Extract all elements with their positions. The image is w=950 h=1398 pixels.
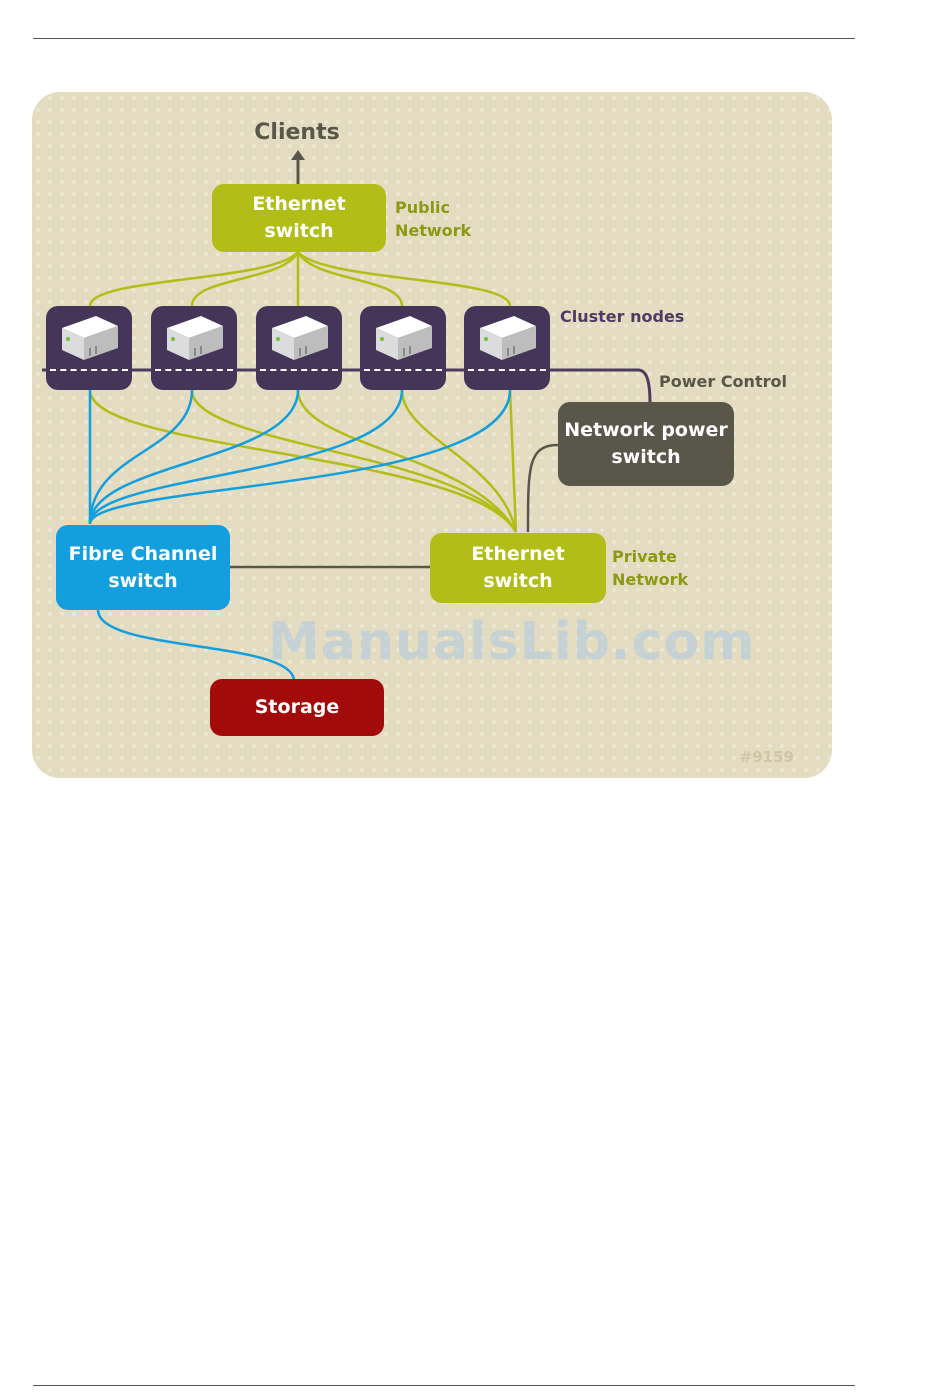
watermark: ManualsLib.com (268, 612, 755, 672)
private-network-links (90, 390, 516, 532)
clients-arrow (291, 150, 305, 184)
public-network-links (90, 252, 510, 306)
server-icon (56, 312, 122, 364)
power-control-link (42, 370, 650, 403)
header-rule (33, 38, 855, 39)
private-network-label: Private Network (612, 545, 688, 591)
cluster-nodes-label: Cluster nodes (560, 305, 684, 328)
cluster-node (256, 306, 342, 390)
cluster-node (46, 306, 132, 390)
power-control-label: Power Control (659, 370, 787, 393)
cluster-diagram: Clients Ethernet switch Public Network (32, 92, 832, 778)
private-ethernet-switch: Ethernet switch (430, 533, 606, 603)
server-icon (370, 312, 436, 364)
public-ethernet-switch: Ethernet switch (212, 184, 386, 252)
network-power-switch: Network power switch (558, 402, 734, 486)
server-icon (266, 312, 332, 364)
figure-id: #9159 (740, 748, 794, 766)
storage: Storage (210, 679, 384, 736)
clients-label: Clients (237, 120, 357, 145)
server-icon (474, 312, 540, 364)
public-network-label: Public Network (395, 196, 471, 242)
power-switch-link (528, 445, 558, 532)
fibre-channel-switch: Fibre Channel switch (56, 525, 230, 610)
cluster-node (464, 306, 550, 390)
server-icon (161, 312, 227, 364)
cluster-node (151, 306, 237, 390)
footer-rule (33, 1385, 855, 1386)
cluster-node (360, 306, 446, 390)
